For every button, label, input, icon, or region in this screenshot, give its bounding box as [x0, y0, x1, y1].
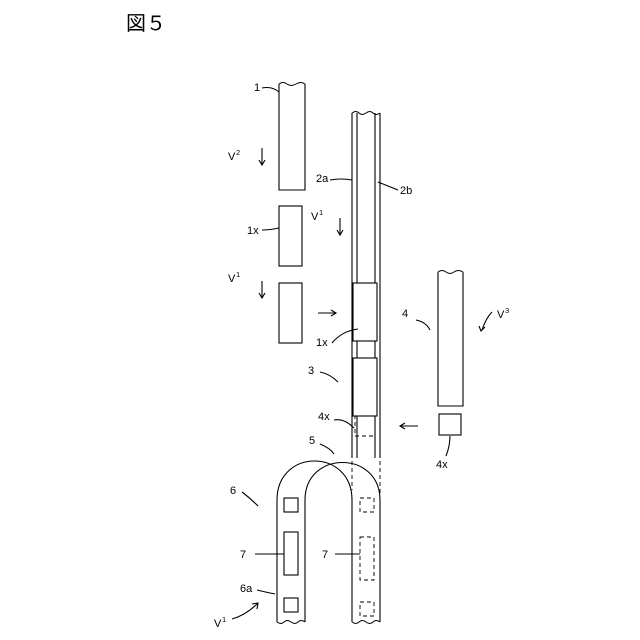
joined-piece-3 [353, 358, 377, 416]
label-v2: V [228, 151, 236, 163]
carrier-window-bottom-hidden [360, 602, 374, 616]
carrier-window-bottom [284, 598, 298, 612]
label-4x: 4x [436, 459, 448, 471]
label-1x-conveyor: 1x [316, 337, 328, 349]
label-7-right: 7 [322, 549, 328, 561]
label-v1-middle-subscript: 1 [236, 270, 240, 279]
arrow-v1-upper [337, 218, 343, 235]
label-v2-subscript: 2 [236, 148, 240, 157]
piece-4x [439, 414, 461, 435]
carrier-window-top [284, 498, 298, 512]
piece-4x-on-conveyor [355, 416, 375, 436]
label-1x-upper: 1x [247, 225, 259, 237]
arrow-v2 [259, 148, 265, 165]
piece-1x-on-conveyor [353, 283, 377, 341]
label-5: 5 [309, 435, 315, 447]
label-6: 6 [230, 485, 236, 497]
label-1: 1 [254, 82, 260, 94]
label-v1-middle: V [228, 273, 236, 285]
label-4: 4 [402, 308, 408, 320]
label-v3-subscript: 3 [505, 306, 509, 315]
label-v1-upper: V [311, 211, 319, 223]
arrow-transfer-left [400, 423, 418, 429]
arrow-v1-middle [259, 281, 265, 298]
leader-lines [242, 88, 450, 595]
cut-piece-1x-lower [279, 283, 302, 343]
label-2a: 2a [316, 173, 329, 185]
label-7-left: 7 [240, 549, 246, 561]
arrow-v1-bottom [232, 603, 258, 619]
label-v1-bottom-subscript: 1 [222, 615, 226, 624]
carrier-piece-7-hidden [360, 537, 374, 580]
carrier-piece-7-left [284, 532, 298, 575]
cut-piece-1x-upper [279, 206, 302, 266]
carrier-window-top-hidden [360, 498, 374, 512]
label-v1-bottom: V [214, 618, 222, 630]
label-v3: V [497, 309, 505, 321]
sheet-4 [438, 271, 463, 407]
label-3: 3 [308, 365, 314, 377]
arrow-transfer-right [318, 310, 336, 316]
label-4x-conveyor: 4x [318, 411, 330, 423]
label-2b: 2b [400, 185, 412, 197]
figure-title: 図５ [126, 11, 166, 35]
label-v1-upper-subscript: 1 [319, 208, 323, 217]
arrow-v3 [479, 312, 492, 331]
sheet-1 [279, 83, 305, 191]
label-6a: 6a [240, 583, 253, 595]
